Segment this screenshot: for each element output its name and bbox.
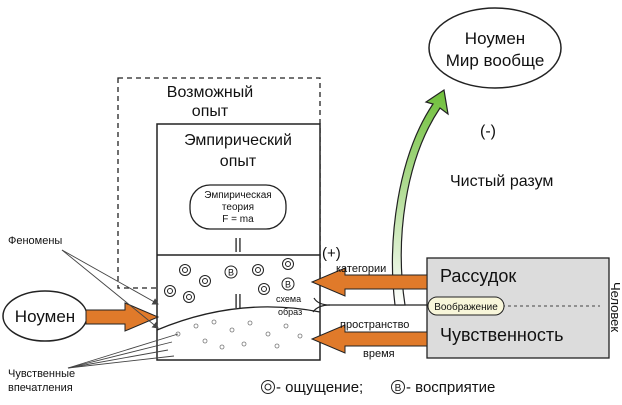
human-label: Человек [608, 282, 622, 332]
legend-perception-symbol [391, 380, 405, 394]
impression-dot [265, 331, 271, 337]
impressions-line2: впечатления [8, 382, 73, 394]
perception-circle-letter: B [285, 280, 291, 290]
sensation-circle [182, 267, 188, 273]
phenomena-pointer [61, 249, 159, 329]
perception-circle [224, 265, 238, 279]
categories-arrow [310, 267, 428, 297]
sensation-circle [164, 285, 176, 297]
legend-sensation-text: - ощущение; [276, 379, 363, 396]
sensation-circle [282, 258, 294, 270]
equals-sign-lower: || [234, 292, 242, 309]
legend-sensation-symbol [261, 380, 275, 394]
empirical-theory-line3: F = ma [222, 214, 254, 225]
impression-dot [211, 319, 217, 325]
sensation-circles [164, 258, 294, 303]
imagination-box [427, 296, 505, 316]
negative-sign: (-) [480, 123, 496, 140]
impression-dot [241, 341, 247, 347]
noumenon-world-line1: Ноумен [465, 29, 525, 48]
image-connector [312, 304, 331, 313]
perception-circle-letter: B [228, 268, 234, 278]
impression-dots [175, 319, 303, 350]
impression-dot [219, 344, 225, 350]
empirical-theory-box [189, 184, 287, 230]
image-label: образ [278, 307, 302, 317]
phenomena-pointer [61, 249, 159, 305]
sensation-circle [258, 283, 270, 295]
empirical-experience-line2: опыт [220, 153, 257, 170]
perception-circle [281, 277, 295, 291]
impression-dot [193, 323, 199, 329]
noumenon-arrow [85, 302, 160, 332]
sensibility-label: Чувственность [440, 325, 564, 345]
impression-dot [283, 323, 289, 329]
empirical-theory-line1: Эмпирическая [204, 190, 271, 201]
schema-connector [313, 297, 428, 306]
empirical-experience-line1: Эмпирический [184, 132, 292, 149]
impression-dot [274, 343, 280, 349]
positive-sign: (+) [322, 245, 341, 262]
phenomena-pointers [61, 249, 159, 329]
legend-sensation-symbol-inner [264, 383, 272, 391]
impressions-pointers [67, 333, 179, 369]
equals-sign-upper: || [234, 236, 242, 253]
sensation-circle [261, 286, 267, 292]
impression-dot [297, 333, 303, 339]
impressions-curve [156, 306, 321, 331]
schema-label: схема [276, 294, 301, 304]
sensation-circle [186, 294, 192, 300]
noumenon-world-line2: Мир вообще [446, 51, 545, 70]
empirical-theory-line2: теория [222, 202, 254, 213]
legend: - ощущение; B - восприятие [261, 379, 495, 396]
impressions-pointer [67, 349, 169, 369]
phenomena-label: Феномены [8, 235, 62, 247]
understanding-label: Рассудок [440, 266, 516, 286]
impressions-pointer [67, 341, 173, 369]
noumenon-label: Ноумен [15, 307, 75, 326]
impression-dot [202, 338, 208, 344]
legend-perception-text: - восприятие [406, 379, 495, 396]
time-label: время [363, 348, 395, 360]
legend-perception-symbol-letter: B [395, 383, 402, 394]
space-label: пространство [340, 319, 409, 331]
impressions-pointer [67, 355, 175, 369]
possible-experience-line2: опыт [192, 103, 229, 120]
noumenon-world-ellipse [428, 7, 562, 89]
impressions-line1: Чувственные [8, 368, 75, 380]
sensation-circle [255, 267, 261, 273]
sensation-circle [252, 264, 264, 276]
impressions-pointer [67, 333, 179, 369]
impression-dot [229, 327, 235, 333]
sensation-circle [285, 261, 291, 267]
sensation-circle [199, 275, 211, 287]
impression-dot [247, 320, 253, 326]
sensation-circle [167, 288, 173, 294]
perception-circles: B B [224, 265, 295, 291]
possible-experience-line1: Возможный [167, 84, 253, 101]
pure-reason-label: Чистый разум [450, 173, 553, 190]
sensation-circle [183, 291, 195, 303]
imagination-label: Воображение [434, 301, 498, 313]
sensation-circle [202, 278, 208, 284]
categories-label: категории [336, 263, 386, 275]
space-time-arrow [310, 324, 428, 354]
sensation-circle [179, 264, 191, 276]
